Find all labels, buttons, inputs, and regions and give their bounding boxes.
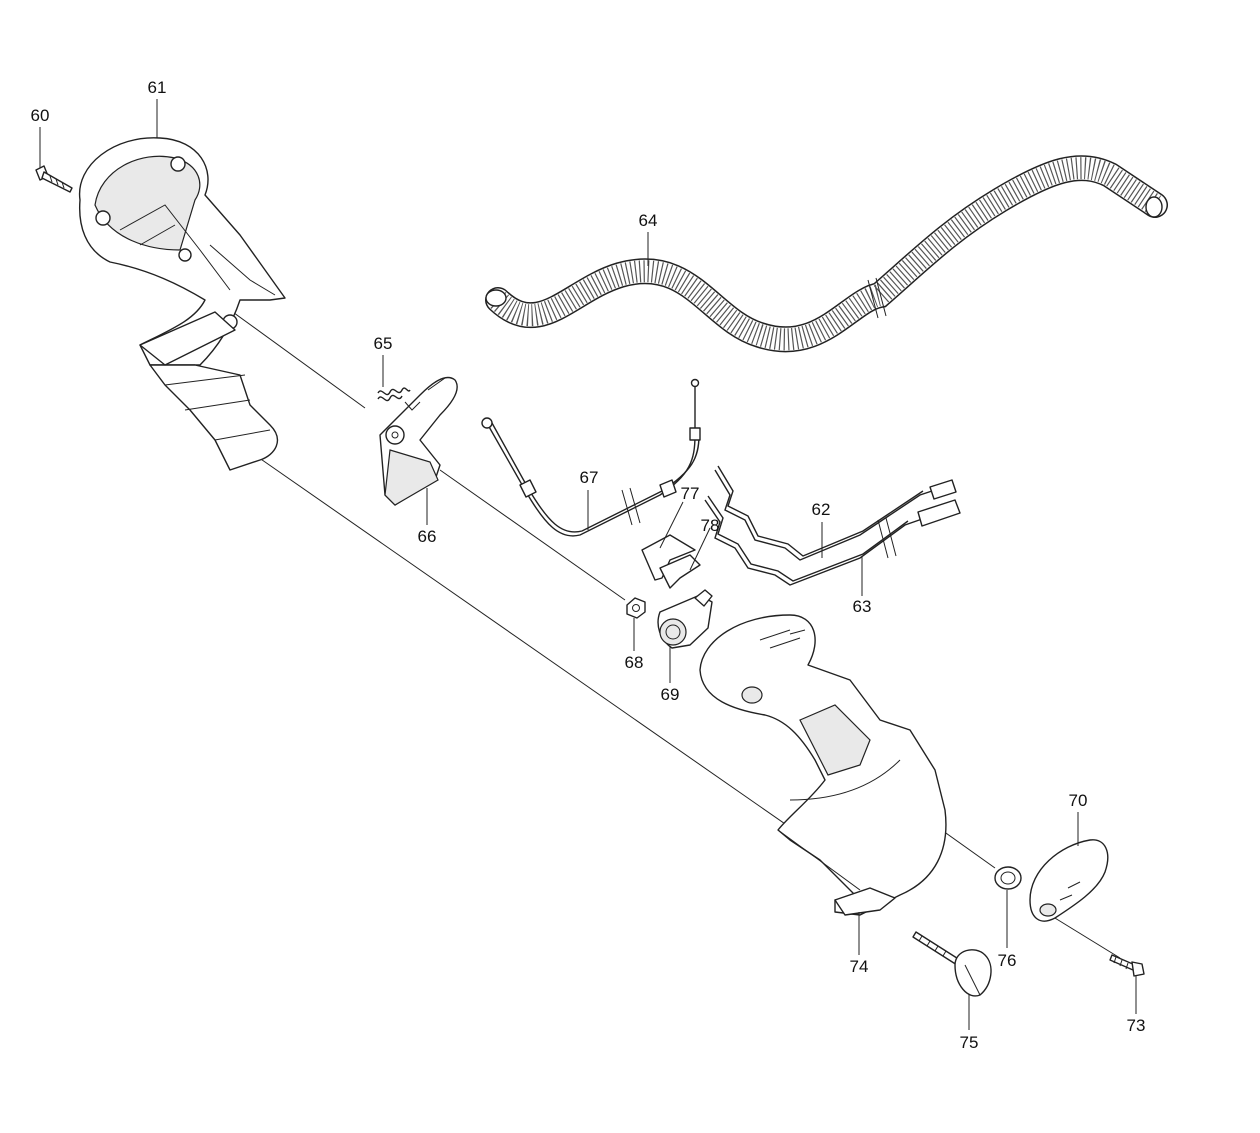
part-73-screw xyxy=(1109,954,1145,977)
part-75-knob-screw xyxy=(912,931,992,997)
label-65: 65 xyxy=(373,334,393,353)
label-75: 75 xyxy=(959,1033,979,1052)
label-60: 60 xyxy=(30,106,50,125)
part-76-washer xyxy=(994,866,1022,890)
label-67: 67 xyxy=(579,468,599,487)
part-65-spring xyxy=(377,387,411,402)
part-68-nut xyxy=(626,597,646,619)
part-64-corrugated-hose xyxy=(485,155,1168,353)
label-64: 64 xyxy=(638,211,658,230)
label-68: 68 xyxy=(624,653,644,672)
label-73: 73 xyxy=(1126,1016,1146,1035)
part-60-screw xyxy=(35,165,73,193)
label-76: 76 xyxy=(997,951,1017,970)
label-63: 63 xyxy=(852,597,872,616)
label-74: 74 xyxy=(849,957,869,976)
label-69: 69 xyxy=(660,685,680,704)
label-78: 78 xyxy=(700,516,720,535)
label-70: 70 xyxy=(1068,791,1088,810)
part-70-switch-cover xyxy=(1029,839,1109,922)
part-74-handle-grip xyxy=(699,614,947,916)
part-66-throttle-trigger xyxy=(379,376,458,506)
part-67-throttle-cable xyxy=(481,378,701,537)
part-62-63-wires xyxy=(704,465,961,586)
part-69-switch xyxy=(657,589,713,649)
label-61: 61 xyxy=(147,78,167,97)
part-77-78-clips xyxy=(641,534,701,589)
label-62: 62 xyxy=(811,500,831,519)
label-leader-lines xyxy=(39,99,1137,1030)
label-66: 66 xyxy=(417,527,437,546)
part-61-handle-housing xyxy=(78,137,286,471)
label-77: 77 xyxy=(680,484,700,503)
